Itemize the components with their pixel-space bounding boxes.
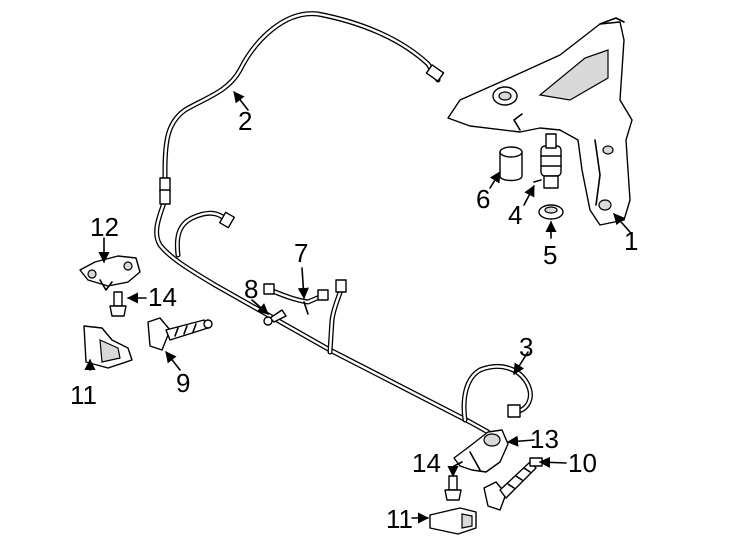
callout-14-lower: 14 (412, 448, 441, 478)
callout-14-upper: 14 (148, 282, 177, 312)
nozzle-actuator-10 (483, 457, 543, 511)
callout-3: 3 (519, 332, 533, 362)
callout-13: 13 (530, 424, 559, 454)
screw-8 (263, 309, 287, 326)
nozzle-housing-13 (453, 429, 509, 473)
callout-5: 5 (543, 240, 557, 270)
callout-7: 7 (294, 238, 308, 268)
washer-hose-main (154, 11, 491, 435)
pump-seal-5 (538, 204, 564, 220)
callout-1: 1 (624, 226, 638, 256)
cover-11-lower (429, 507, 477, 535)
bolt-14-lower (444, 475, 462, 501)
connector-7 (263, 283, 329, 315)
callout-11-lower: 11 (386, 504, 413, 534)
callout-10: 10 (568, 448, 597, 478)
washer-hose-3 (461, 364, 533, 423)
callout-9: 9 (176, 368, 190, 398)
bracket-12 (79, 255, 141, 291)
callout-2: 2 (238, 106, 252, 136)
washer-reservoir (447, 17, 633, 226)
callout-6: 6 (476, 184, 490, 214)
nozzle-actuator-9 (147, 317, 213, 351)
callout-8: 8 (244, 274, 258, 304)
bolt-14-upper (109, 291, 127, 317)
leader-lines (84, 91, 631, 524)
callout-4: 4 (508, 200, 522, 230)
grommet-6 (499, 146, 523, 182)
washer-pump-4 (533, 133, 562, 189)
callout-11-left: 11 (70, 380, 97, 410)
cover-11-left (83, 325, 133, 369)
callout-12: 12 (90, 212, 119, 242)
